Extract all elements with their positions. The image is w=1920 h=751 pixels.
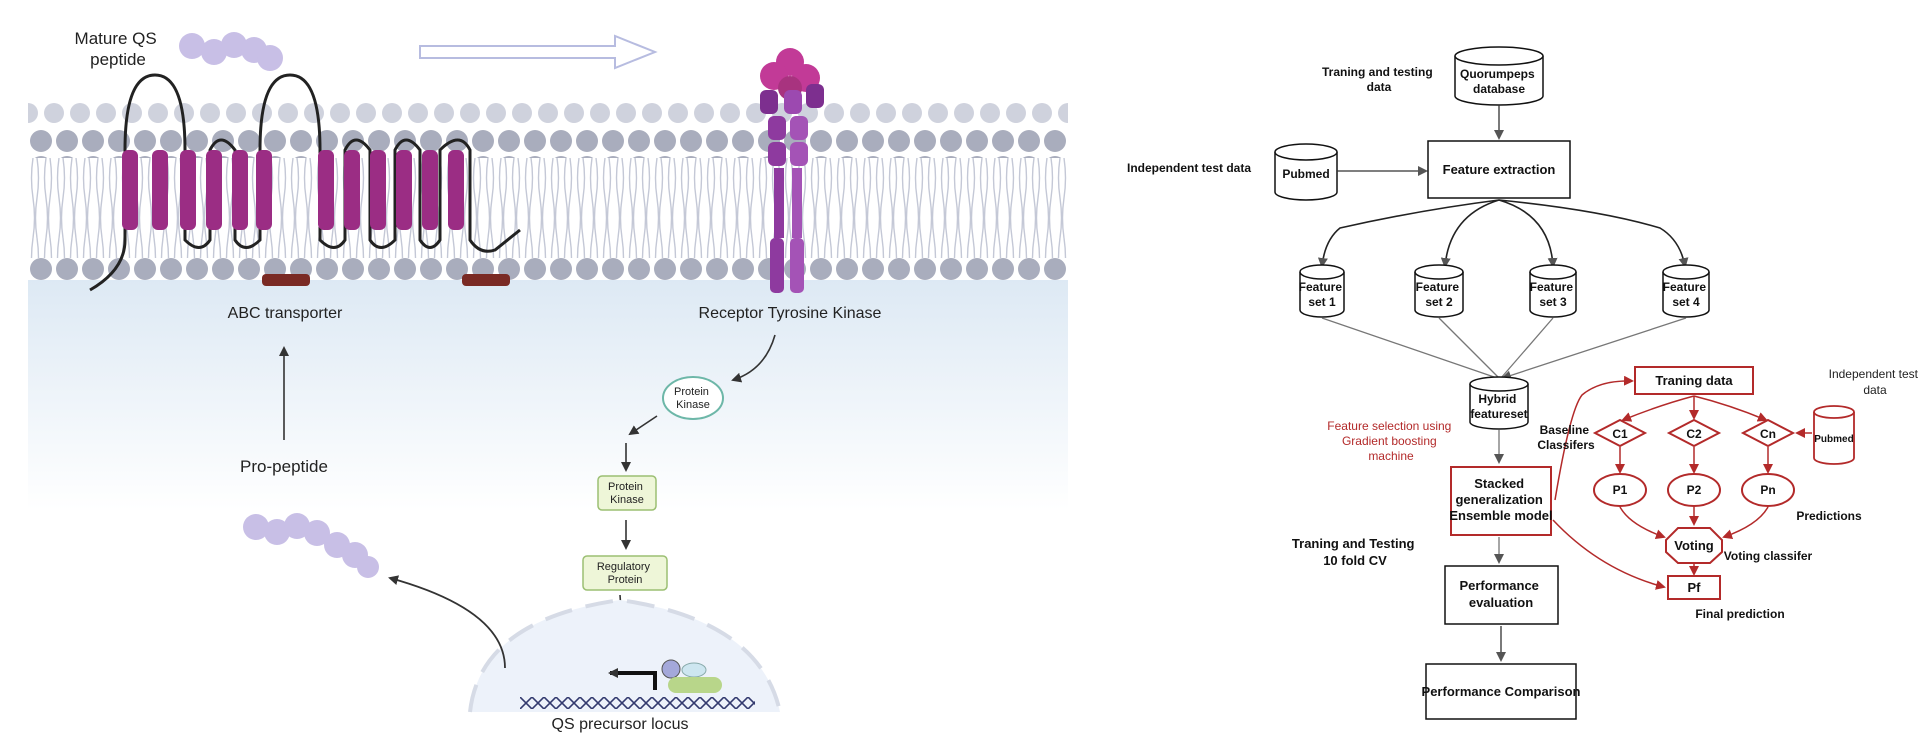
feature-set-1-label: Feature set 1 — [1299, 280, 1346, 309]
classifier-cn-node — [1740, 418, 1796, 448]
secretion-arrow-icon — [419, 34, 658, 70]
feature-set-3-label: Feature set 3 — [1530, 280, 1577, 309]
performance-evaluation-label: Performance evaluation — [1459, 578, 1542, 610]
voting-node — [1665, 527, 1723, 564]
pf-node — [1667, 575, 1721, 600]
independent-test-data-right: Independent test data — [1829, 367, 1920, 397]
regulatory-protein — [582, 555, 668, 591]
dna-strand — [520, 697, 755, 709]
classifier-c2-node — [1666, 418, 1722, 448]
prediction-p1-label: P1 — [1613, 483, 1628, 497]
prediction-to-voting-edges — [1619, 506, 1769, 540]
pubmed-left-label: Pubmed — [1282, 167, 1329, 181]
pathway-illustration: Mature QS peptide — [28, 29, 1068, 733]
performance-comparison-node — [1425, 663, 1577, 720]
feature-selection-label: Feature selection using Gradient boostin… — [1327, 419, 1454, 463]
feature-set-2-node — [1414, 264, 1464, 318]
quorumpeps-database-node — [1454, 46, 1544, 106]
voting-classifier-label: Voting classifer — [1724, 549, 1813, 563]
baseline-label: Baseline Classifers — [1537, 423, 1595, 452]
mature-qs-peptide-label: Mature QS peptide — [75, 29, 162, 69]
nucleoid-boundary — [468, 597, 782, 713]
independent-test-data-left: Independent test data — [1127, 161, 1251, 175]
cytoplasm — [28, 280, 1068, 510]
pubmed-right-label: Pubmed — [1814, 434, 1853, 445]
protein-kinase-1 — [662, 376, 724, 420]
qs-precursor-locus-label: QS precursor locus — [552, 716, 689, 733]
hybrid-featureset-node — [1469, 376, 1529, 430]
protein-kinase-1-label: Protein Kinase — [674, 386, 712, 411]
predictions-label: Predictions — [1796, 509, 1862, 523]
prediction-pn-node — [1741, 473, 1795, 507]
arrow-locus-to-peptide — [388, 575, 506, 669]
training-cv-label: Traning and Testing 10 fold CV — [1292, 536, 1418, 568]
pubmed-right-node — [1813, 405, 1855, 465]
arrow-rtk-to-kinase — [731, 334, 776, 383]
cell-membrane — [28, 100, 1068, 284]
abc-transporter — [89, 73, 521, 292]
training-to-classifier-edges — [1621, 395, 1768, 422]
receptor-tyrosine-kinase — [760, 48, 824, 293]
training-testing-data-label: Traning and testing data — [1322, 65, 1436, 94]
pf-label: Pf — [1688, 580, 1702, 595]
edge-stacked-to-training — [1554, 375, 1634, 501]
stacked-ensemble-node — [1450, 466, 1552, 536]
hybrid-label: Hybrid featureset — [1470, 392, 1527, 421]
stacked-label: Stacked generalization Ensemble model — [1449, 476, 1552, 523]
transcription-direction-icon — [608, 668, 657, 690]
edge-stacked-to-pf — [1552, 519, 1666, 590]
converge-edges — [1321, 317, 1687, 381]
performance-comparison-label: Performance Comparison — [1422, 684, 1581, 699]
feature-set-4-label: Feature set 4 — [1663, 280, 1710, 309]
quorumpeps-label: Quorumpeps database — [1460, 67, 1538, 96]
abc-transporter-label: ABC transporter — [228, 305, 343, 322]
feature-set-4-node — [1662, 264, 1710, 318]
classifier-c1-label: C1 — [1612, 427, 1628, 441]
prediction-p2-node — [1667, 473, 1721, 507]
protein-kinase-2 — [597, 475, 657, 511]
voting-label: Voting — [1674, 538, 1714, 553]
mature-peptide-icon — [179, 32, 283, 71]
pro-peptide-icon — [243, 513, 379, 578]
classifier-cn-label: Cn — [1760, 427, 1776, 441]
prediction-pn-label: Pn — [1760, 483, 1775, 497]
traning-data-node — [1634, 366, 1754, 395]
final-prediction-label: Final prediction — [1695, 607, 1784, 621]
pubmed-left-node — [1274, 143, 1338, 201]
fanout-edges — [1317, 199, 1689, 268]
classifier-c2-label: C2 — [1686, 427, 1702, 441]
feature-extraction-label: Feature extraction — [1443, 162, 1556, 177]
prediction-p1-node — [1593, 473, 1647, 507]
classifier-to-prediction-edges — [1615, 447, 1773, 474]
protein-kinase-2-label: Protein Kinase — [608, 481, 646, 506]
arrow-kinase-1-to-2 — [628, 415, 658, 436]
receptor-label: Receptor Tyrosine Kinase — [699, 305, 882, 322]
prediction-p2-label: P2 — [1687, 483, 1702, 497]
feature-set-1-node — [1299, 264, 1345, 318]
regulatory-protein-label: Regulatory Protein — [597, 561, 653, 586]
transcription-complex — [661, 659, 722, 693]
feature-extraction-node — [1427, 140, 1571, 199]
classifier-c1-node — [1592, 418, 1648, 448]
performance-evaluation-node — [1444, 565, 1559, 625]
pro-peptide-label: Pro-peptide — [240, 457, 328, 476]
feature-set-2-label: Feature set 2 — [1416, 280, 1463, 309]
methodology-flowchart: Traning and testing data Quorumpeps data… — [1127, 46, 1920, 720]
feature-set-3-node — [1529, 264, 1577, 318]
traning-data-label: Traning data — [1655, 373, 1733, 388]
